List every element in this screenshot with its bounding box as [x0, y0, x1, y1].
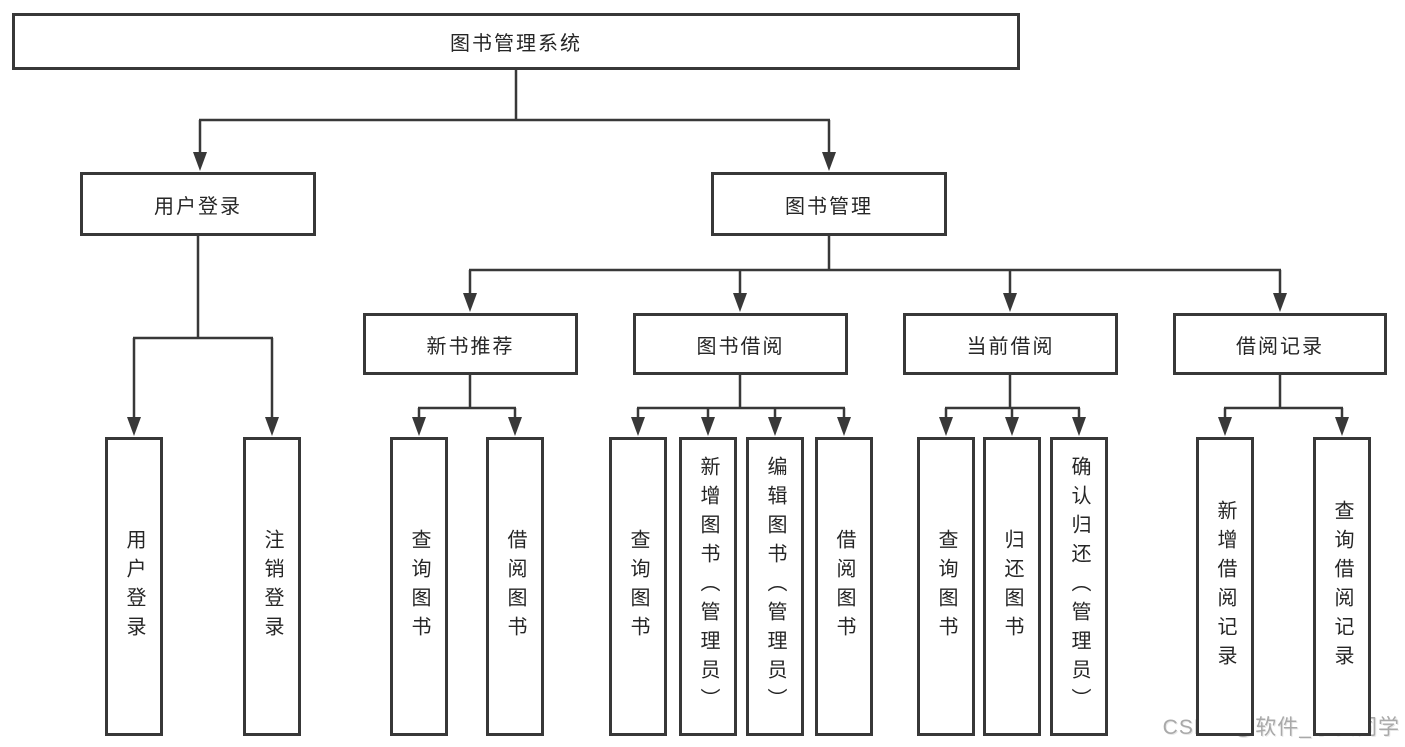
node-root: 图书管理系统 — [12, 13, 1020, 70]
leaf-label: 编辑图书（管理员） — [764, 456, 786, 717]
leaf-query-borrow-record: 查询借阅记录 — [1313, 437, 1371, 736]
arrow-icon — [508, 417, 522, 436]
leaf-query-books-current: 查询图书 — [917, 437, 975, 736]
leaf-user-login: 用户登录 — [105, 437, 163, 736]
arrow-icon — [412, 417, 426, 436]
leaf-query-books-recommend: 查询图书 — [390, 437, 448, 736]
arrow-icon — [1003, 293, 1017, 312]
arrow-icon — [733, 293, 747, 312]
arrow-icon — [1072, 417, 1086, 436]
node-current-borrow: 当前借阅 — [903, 313, 1118, 375]
leaf-label: 借阅图书 — [833, 528, 855, 645]
node-user-login: 用户登录 — [80, 172, 316, 236]
arrow-icon — [939, 417, 953, 436]
leaf-label: 查询图书 — [408, 528, 430, 645]
leaf-label: 用户登录 — [123, 528, 145, 645]
arrow-icon — [701, 417, 715, 436]
arrow-icon — [631, 417, 645, 436]
leaf-label: 新增图书（管理员） — [697, 456, 719, 717]
leaf-label: 确认归还（管理员） — [1068, 456, 1090, 717]
arrow-icon — [463, 293, 477, 312]
leaf-label: 查询图书 — [627, 528, 649, 645]
leaf-confirm-return-admin: 确认归还（管理员） — [1050, 437, 1108, 736]
arrow-icon — [265, 417, 279, 436]
leaf-borrow-books-recommend: 借阅图书 — [486, 437, 544, 736]
leaf-borrow-books: 借阅图书 — [815, 437, 873, 736]
arrow-icon — [1273, 293, 1287, 312]
arrow-icon — [1005, 417, 1019, 436]
node-new-book-recommend: 新书推荐 — [363, 313, 578, 375]
arrow-icon — [822, 152, 836, 171]
arrow-icon — [1335, 417, 1349, 436]
node-book-management: 图书管理 — [711, 172, 947, 236]
leaf-label: 查询图书 — [935, 528, 957, 645]
leaf-query-books-borrow: 查询图书 — [609, 437, 667, 736]
leaf-add-borrow-record: 新增借阅记录 — [1196, 437, 1254, 736]
arrow-icon — [1218, 417, 1232, 436]
tree-edges — [132, 70, 1344, 418]
leaf-logout: 注销登录 — [243, 437, 301, 736]
leaf-label: 注销登录 — [261, 528, 283, 645]
arrow-icon — [837, 417, 851, 436]
leaf-label: 借阅图书 — [504, 528, 526, 645]
leaf-label: 新增借阅记录 — [1214, 499, 1236, 674]
leaf-add-book-admin: 新增图书（管理员） — [679, 437, 737, 736]
node-borrow-records: 借阅记录 — [1173, 313, 1387, 375]
arrow-icon — [193, 152, 207, 171]
arrow-icon — [127, 417, 141, 436]
leaf-label: 归还图书 — [1001, 528, 1023, 645]
node-book-borrow: 图书借阅 — [633, 313, 848, 375]
arrow-icon — [768, 417, 782, 436]
connector-lines — [132, 70, 1344, 418]
arrowheads — [127, 152, 1349, 436]
leaf-label: 查询借阅记录 — [1331, 499, 1353, 674]
leaf-edit-book-admin: 编辑图书（管理员） — [746, 437, 804, 736]
leaf-return-book: 归还图书 — [983, 437, 1041, 736]
